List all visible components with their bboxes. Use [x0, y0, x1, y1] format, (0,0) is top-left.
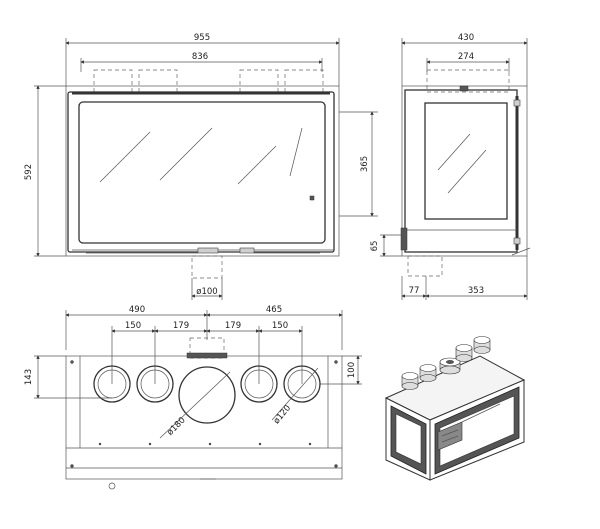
dim-label-274: 274	[458, 52, 474, 62]
dim-base: 77 353	[401, 256, 528, 300]
side-frame	[404, 89, 518, 253]
dim-glass-height: 365	[339, 111, 378, 217]
dim-label-365: 365	[360, 156, 370, 172]
fireplace-frame	[67, 91, 335, 253]
top-view: 490 465 150 179 179 150	[24, 305, 362, 490]
dim-spacings: 150 179 179 150	[111, 321, 303, 384]
fireplace-body	[65, 85, 340, 257]
dim-label-150-right: 150	[272, 321, 288, 331]
dim-label-65: 65	[370, 241, 380, 252]
dim-side-offset: 143	[24, 355, 112, 399]
iso-duct	[473, 336, 491, 354]
side-duct-outline	[426, 69, 510, 93]
bottom-pipe: ø100	[191, 255, 223, 300]
dim-halves: 490 465	[65, 305, 343, 350]
duct-ring-center	[178, 366, 236, 424]
dim-label-592: 592	[24, 164, 34, 180]
dim-label-143: 143	[24, 369, 34, 385]
dim-depth-total: 430	[401, 33, 528, 86]
dim-label-179-left: 179	[173, 321, 189, 331]
top-body	[65, 355, 343, 480]
dim-depth-inner: 274	[426, 52, 510, 72]
control-lever	[239, 247, 255, 254]
dim-label-179-right: 179	[225, 321, 241, 331]
dim-label-430: 430	[458, 33, 474, 43]
dim-right-offset: 100	[320, 355, 362, 385]
top-duct-outline	[93, 69, 133, 93]
duct-ring	[240, 365, 278, 403]
logo-mark	[309, 195, 315, 201]
iso-duct-center	[439, 357, 461, 375]
iso-duct	[419, 364, 437, 382]
side-view: 430 274 65	[370, 33, 531, 300]
dim-label-pipe: ø100	[196, 287, 217, 297]
dim-label-490: 490	[129, 305, 145, 315]
firebox-grate	[437, 421, 463, 451]
top-flue-collar	[186, 352, 228, 359]
dim-label-836: 836	[192, 52, 208, 62]
dim-label-77: 77	[409, 286, 420, 296]
dim-height-total: 592	[24, 85, 66, 257]
iso-duct	[455, 344, 473, 362]
isometric-view	[384, 336, 526, 481]
side-glass	[424, 102, 508, 220]
dim-width-total: 955	[65, 33, 340, 86]
side-bracket	[400, 227, 408, 251]
dim-label-353: 353	[468, 286, 484, 296]
duct-ring	[136, 365, 174, 403]
glass-panel	[78, 101, 326, 244]
top-duct-outline	[239, 69, 279, 93]
dim-label-180: ø180	[165, 415, 187, 437]
dim-width-inner: 836	[80, 52, 323, 72]
side-body	[401, 85, 528, 257]
control-lever	[197, 247, 219, 254]
dim-bottom-offset: 65	[370, 234, 402, 257]
iso-duct	[401, 372, 419, 390]
dim-label-100: 100	[347, 362, 357, 378]
dim-label-955: 955	[194, 33, 210, 43]
front-view: 955 836	[24, 33, 378, 300]
dim-label-120: ø120	[272, 403, 293, 426]
top-duct-outline	[284, 69, 324, 93]
top-duct-outline	[138, 69, 178, 93]
dim-label-465: 465	[266, 305, 282, 315]
dim-label-150-left: 150	[125, 321, 141, 331]
